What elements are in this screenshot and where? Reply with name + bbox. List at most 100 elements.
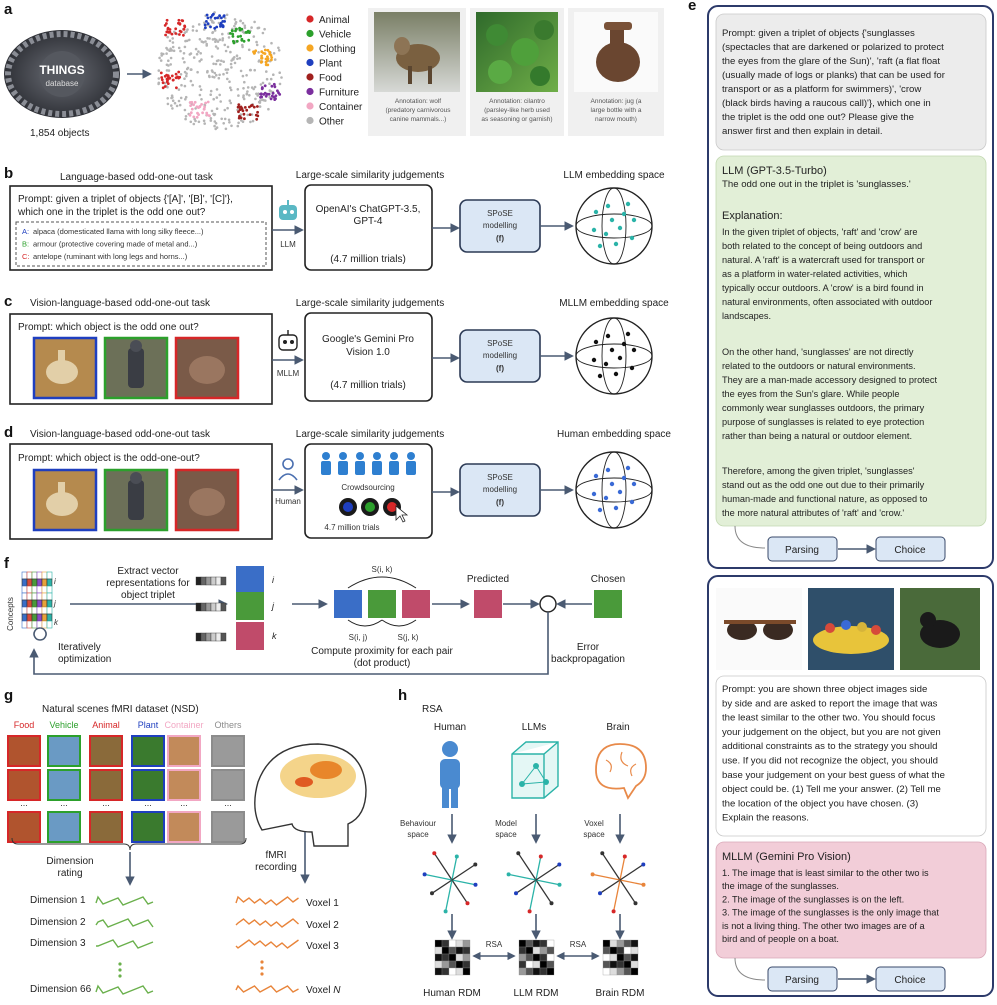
- tsne-point: [273, 58, 277, 61]
- tsne-point: [160, 52, 163, 55]
- tsne-point: [241, 21, 245, 25]
- rdm-cell: [434, 960, 443, 969]
- g-title: Natural scenes fMRI dataset (NSD): [42, 704, 199, 715]
- tsne-point: [227, 36, 231, 39]
- rdm-cell: [434, 967, 443, 976]
- matrix-cell: [36, 571, 43, 580]
- rdm-cell: [623, 946, 632, 955]
- tsne-point: [215, 126, 219, 129]
- tsne-point: [223, 20, 227, 23]
- tsne-point: [192, 103, 196, 107]
- tsne-point: [263, 48, 267, 52]
- tsne-point: [211, 20, 214, 24]
- crowd-people-icons: [321, 452, 416, 475]
- matrix-cell: [41, 613, 48, 622]
- tsne-point: [265, 77, 269, 81]
- tsne-point: [245, 108, 249, 112]
- e-llm-answer: The odd one out in the triplet is 'sungl…: [722, 179, 911, 190]
- nsd-image: [211, 769, 245, 801]
- tsne-point: [223, 108, 227, 112]
- tsne-point: [257, 26, 261, 30]
- rdm-cell: [462, 953, 471, 962]
- tsne-point: [205, 42, 208, 46]
- embedding-point: [625, 331, 631, 337]
- embedding-point: [609, 217, 615, 223]
- tsne-point: [236, 124, 240, 128]
- matrix-cell: [26, 592, 33, 601]
- tsne-point: [195, 115, 199, 119]
- tsne-point: [248, 94, 251, 97]
- embedding-point: [597, 507, 603, 513]
- tsne-point: [177, 70, 181, 74]
- matrix-cell: [31, 599, 38, 608]
- person-body: [355, 461, 365, 475]
- tsne-point: [161, 81, 165, 85]
- tsne-point: [174, 72, 178, 76]
- tsne-point: [195, 29, 198, 33]
- tsne-point: [233, 24, 236, 28]
- tsne-point: [272, 82, 276, 86]
- embedding-point: [591, 357, 597, 363]
- tsne-point: [263, 91, 267, 95]
- vector-cell: [205, 632, 212, 642]
- rdm-cell: [602, 946, 611, 955]
- tsne-point: [168, 39, 172, 43]
- rdm-cell: [546, 967, 555, 976]
- embedding-point: [609, 481, 615, 487]
- tsne-point: [237, 110, 240, 114]
- embedding-vector: [619, 879, 644, 886]
- tsne-point: [170, 104, 173, 107]
- tsne-point: [240, 38, 244, 42]
- tsne-point: [160, 54, 163, 57]
- tsne-point: [181, 57, 185, 60]
- e-choice-box-bottom: [875, 966, 946, 992]
- b-embedding-title: LLM embedding space: [563, 170, 665, 181]
- e-mllm-response-box: [715, 841, 987, 959]
- dimension-label: Dimension 66: [30, 984, 92, 995]
- tsne-point: [237, 103, 241, 106]
- e-llm-response-box: [715, 155, 987, 527]
- rdm-cell: [630, 953, 639, 962]
- h-space-model-l2: space: [495, 830, 517, 839]
- tsne-point: [167, 59, 170, 62]
- mllm-embedding-sphere: [575, 317, 653, 395]
- tsne-point: [198, 38, 202, 41]
- rdm-cell: [609, 946, 618, 955]
- concepts-label: Concepts: [6, 597, 15, 631]
- embedding-point: [591, 227, 597, 233]
- tsne-point: [245, 92, 249, 96]
- tsne-point: [248, 113, 252, 116]
- tsne-point: [173, 101, 177, 105]
- voxel-trace: [235, 918, 299, 928]
- tsne-point: [228, 99, 232, 102]
- e-explanation-para1: In the given triplet of objects, 'raft' …: [722, 227, 932, 321]
- tsne-point: [189, 104, 193, 107]
- e-explanation-para3: Therefore, among the given triplet, 'sun…: [722, 466, 927, 518]
- matrix-cell: [36, 613, 43, 622]
- b-model-line2: GPT-4: [354, 216, 383, 227]
- embedding-vector-tip: [514, 891, 518, 896]
- embedding-point: [597, 373, 603, 379]
- tsne-point: [233, 18, 237, 21]
- b-option-key: B:: [22, 240, 29, 249]
- rdm-cell: [616, 953, 625, 962]
- c-judgement-title: Large-scale similarity judgements: [296, 298, 444, 309]
- nsd-image: [131, 735, 165, 767]
- tsne-point: [220, 117, 223, 121]
- things-title: THINGS: [39, 63, 84, 77]
- tsne-point: [223, 117, 227, 121]
- tsne-point: [178, 22, 182, 25]
- tsne-point: [189, 79, 193, 83]
- rdm-cell: [525, 953, 534, 962]
- vector-cell: [205, 602, 212, 612]
- vector-cell: [215, 602, 222, 612]
- tsne-point: [197, 113, 201, 116]
- tsne-point: [209, 25, 212, 29]
- tsne-point: [268, 89, 272, 92]
- f-error-l1: Error: [577, 642, 600, 653]
- legend-dot-clothing: [306, 44, 314, 52]
- e-mllm-prompt-box: [715, 675, 987, 837]
- tsne-point: [272, 73, 275, 76]
- embedding-vector: [528, 879, 537, 912]
- matrix-cell: [46, 578, 53, 587]
